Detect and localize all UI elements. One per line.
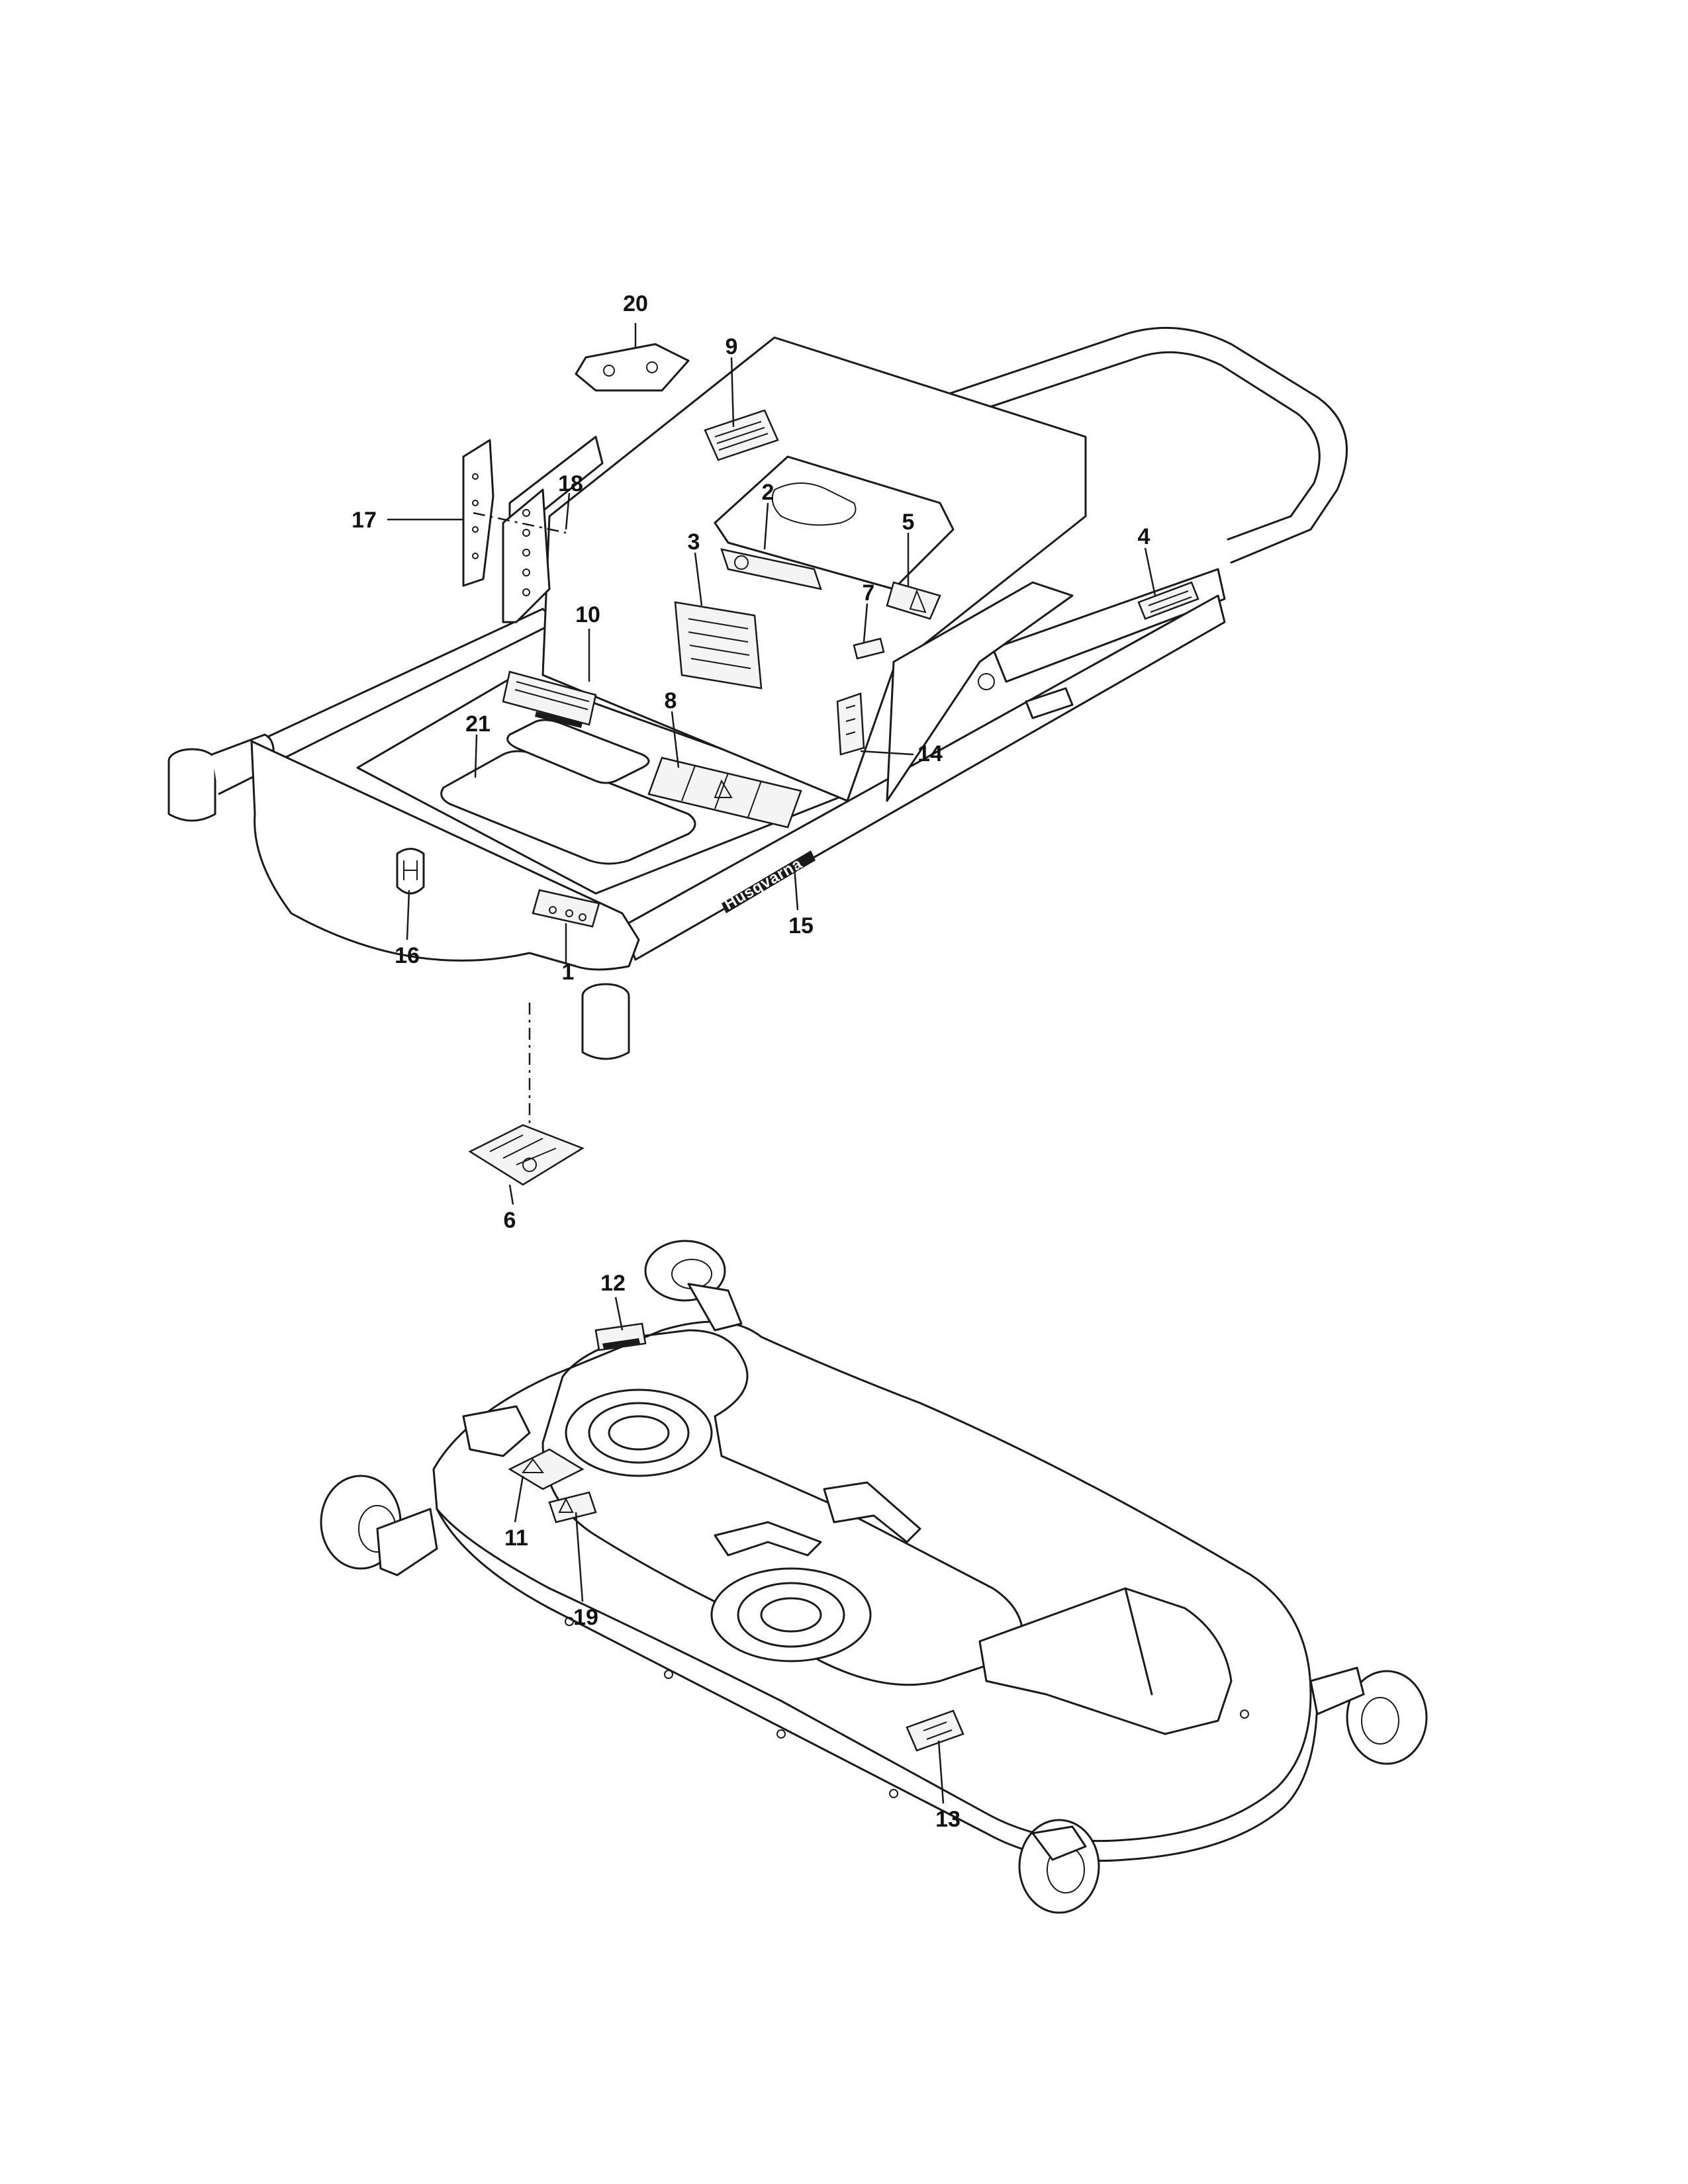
frame-assembly: Husqvarna [167,326,1348,1060]
callout-12: 12 [600,1271,626,1296]
callout-14: 14 [917,741,943,766]
callout-17: 17 [352,508,377,533]
decal-item-4 [1137,581,1199,620]
decal-item-3 [674,601,763,690]
callout-10: 10 [575,602,600,627]
callout-13: 13 [935,1807,961,1832]
callout-9: 9 [726,334,738,359]
callout-19: 19 [573,1605,598,1630]
decal-item-5 [886,581,941,620]
callout-7: 7 [863,580,875,606]
decal-item-9 [704,409,779,461]
decal-item-10 [502,670,597,728]
part-17-strip [462,439,567,587]
callout-labels: 20 9 2 5 4 7 3 18 17 10 21 8 14 15 16 1 … [352,291,1150,1832]
decal-item-2 [720,548,822,590]
part-20-bracket [575,343,690,392]
callout-20: 20 [623,291,648,316]
callout-18: 18 [558,471,583,496]
callout-2: 2 [762,480,774,505]
callout-16: 16 [395,943,420,968]
deck-wheel-right [1309,1666,1428,1765]
decal-item-7 [853,637,885,660]
callout-5: 5 [902,510,915,535]
decal-item-11 [508,1448,585,1490]
decal-item-14 [836,692,865,756]
leader-lines [387,323,1156,1804]
decal-item-13 [906,1709,964,1752]
deck-wheel-front [1018,1819,1100,1914]
deck-wheel-rear-top [644,1240,743,1332]
mower-deck-assembly [320,1240,1428,1914]
part-6-decal [468,1003,585,1186]
callout-8: 8 [665,688,677,713]
husqvarna-crown-logo-icon [396,848,425,895]
callout-4: 4 [1138,524,1150,549]
caster-post-right [581,983,630,1060]
callout-1: 1 [562,960,575,985]
callout-15: 15 [788,913,814,938]
deck-wheel-left [320,1475,438,1576]
spindle-center [710,1567,872,1662]
spindle-left [565,1388,713,1477]
callout-6: 6 [504,1208,516,1233]
callout-3: 3 [688,529,700,555]
decal-item-12 [594,1322,647,1351]
decal-item-8 [647,756,802,829]
warning-triangle-icon [548,1491,597,1524]
decal-item-1 [532,889,600,928]
callout-11: 11 [504,1525,528,1551]
callout-21: 21 [465,711,491,737]
